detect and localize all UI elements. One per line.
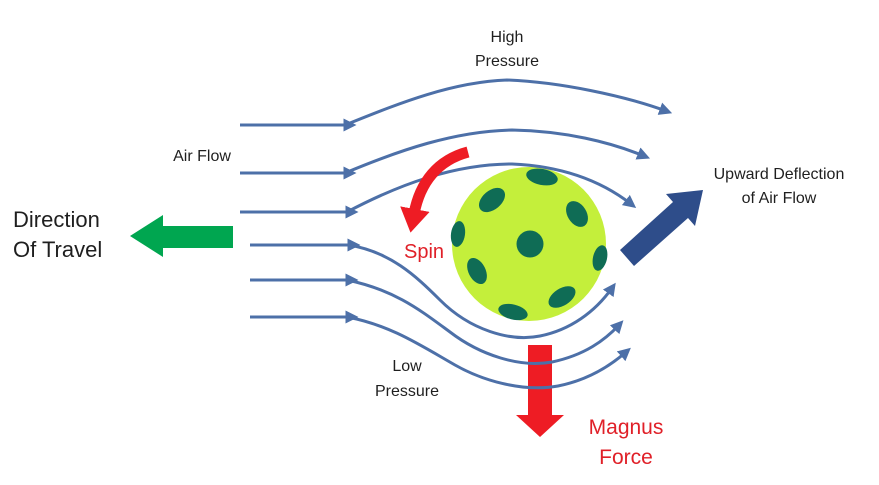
- streamline-6-curve: [346, 315, 631, 390]
- ball-hole: [478, 187, 506, 213]
- ball-hole: [548, 286, 576, 308]
- ball-hole: [526, 168, 558, 186]
- air-flow-label: Air Flow: [173, 148, 231, 165]
- direction-of-travel-label-line1: Direction: [13, 207, 100, 232]
- upward-deflection-label-line2: of Air Flow: [742, 190, 817, 207]
- low-pressure-label-line1: Low: [392, 358, 422, 375]
- high-pressure-label-line2: Pressure: [475, 53, 539, 70]
- ball: [450, 167, 608, 321]
- spin-label: Spin: [404, 241, 444, 263]
- magnus-force-label-line2: Force: [599, 446, 653, 469]
- magnus-force-arrow: [516, 345, 564, 437]
- ball-hole: [467, 257, 487, 285]
- low-pressure-label-line2: Pressure: [375, 383, 439, 400]
- high-pressure-label-line1: High: [491, 29, 524, 46]
- ball-hole: [450, 221, 466, 247]
- upward-deflection-label-line1: Upward Deflection: [714, 166, 845, 183]
- direction-of-travel-label-line2: Of Travel: [13, 237, 102, 262]
- streamline-1-curve: [344, 78, 673, 127]
- direction-of-travel-arrow: [130, 215, 233, 257]
- streamlines: [240, 78, 673, 390]
- ball-hole-center: [516, 230, 544, 258]
- streamline-2-curve: [344, 128, 651, 175]
- upward-deflection-arrow: [620, 190, 703, 266]
- streamline-3-curve: [346, 162, 637, 214]
- ball-hole: [592, 245, 608, 271]
- spin-arrow: [400, 146, 470, 233]
- streamline-4-curve: [348, 243, 616, 339]
- ball-hole: [566, 201, 588, 227]
- ball-hole: [498, 303, 528, 321]
- streamline-5-curve: [346, 278, 624, 365]
- magnus-force-label-line1: Magnus: [589, 416, 664, 439]
